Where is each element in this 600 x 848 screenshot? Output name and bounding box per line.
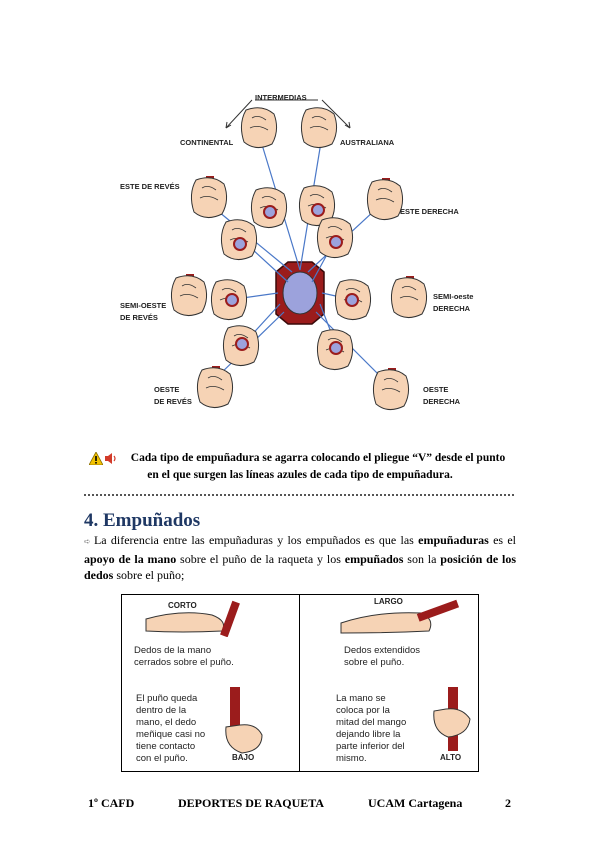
grip-note-line1: Cada tipo de empuñadura se agarra coloca…	[130, 452, 506, 464]
bajo-line: meñique casi no	[136, 729, 206, 740]
label-continental: CONTINENTAL	[180, 138, 234, 147]
long-grip-illustration	[340, 599, 460, 634]
label-este-derecha: ESTE DERECHA	[400, 207, 459, 216]
tag-alto: ALTO	[440, 753, 462, 762]
bajo-line: dentro de la	[136, 705, 187, 716]
grip-note-line2: en el que surgen las líneas azules de ca…	[147, 469, 453, 481]
corto-description-line1: Dedos de la mano	[134, 645, 212, 656]
corto-description-line2: cerrados sobre el puño.	[134, 657, 234, 668]
high-grip-illustration	[433, 687, 471, 751]
footer-course: 1º CAFD	[88, 796, 135, 810]
para-text-2: es el	[488, 533, 516, 547]
label-oeste-derecha-line2: DERECHA	[423, 397, 461, 406]
alto-line: parte inferior del	[336, 741, 405, 752]
tag-corto: CORTO	[168, 601, 197, 610]
short-grip-illustration	[145, 600, 240, 637]
largo-description-line2: sobre el puño.	[344, 657, 405, 668]
label-semi-oeste-reves-line2: DE REVÉS	[120, 313, 158, 322]
label-semi-oeste-reves-line1: SEMI-OESTE	[120, 301, 167, 310]
label-semi-oeste-reves: SEMI-OESTE DE REVÉS	[120, 300, 166, 324]
alto-line: coloca por la	[336, 705, 390, 716]
low-grip-illustration	[225, 687, 263, 754]
table-divider	[299, 595, 300, 771]
tag-bajo: BAJO	[232, 753, 255, 762]
label-semi-oeste-derecha-line1: SEMI-oeste	[433, 292, 474, 301]
tag-largo: LARGO	[374, 597, 403, 606]
footer-institution: UCAM Cartagena	[368, 796, 463, 810]
dotted-divider	[84, 494, 514, 496]
bajo-line: mano, el dedo	[136, 717, 197, 728]
bajo-description: El puño queda dentro de la mano, el dedo…	[136, 693, 205, 765]
largo-description-line1: Dedos extendidos	[344, 645, 421, 656]
para-bold-4: posición de los dedos	[84, 551, 516, 583]
bajo-line: con el puño.	[136, 753, 188, 764]
label-intermedias: INTERMEDIAS	[255, 93, 307, 102]
footer-subject: DEPORTES DE RAQUETA	[178, 796, 325, 810]
para-bold-1: empuñaduras	[418, 533, 489, 547]
grip-comparison-table: CORTO Dedos de la mano cerrados sobre el…	[121, 594, 479, 772]
racket-butt-center	[275, 261, 325, 325]
para-text-5: sobre el puño;	[113, 568, 185, 582]
para-bold-2: apoyo de la mano	[84, 551, 177, 566]
alto-line: dejando libre la	[336, 729, 401, 740]
alto-line: mitad del mango	[336, 717, 407, 728]
label-oeste-derecha: OESTE DERECHA	[423, 384, 460, 408]
para-text-3: sobre el puño de la raqueta y los	[176, 551, 345, 566]
label-semi-oeste-derecha-line2: DERECHA	[433, 304, 471, 313]
label-oeste-reves-line2: DE REVÉS	[154, 397, 192, 406]
bajo-line: tiene contacto	[136, 741, 196, 752]
section-title: 4. Empuñados	[84, 510, 201, 531]
label-oeste-reves: OESTE DE REVÉS	[154, 384, 192, 408]
bullet-arrow-icon: ➪	[84, 537, 94, 546]
para-text-1: La diferencia entre las empuñaduras y lo…	[93, 533, 419, 547]
footer-page-number: 2	[505, 796, 511, 810]
alto-line: mismo.	[336, 753, 367, 764]
warning-icon	[89, 452, 103, 465]
alto-description: La mano se coloca por la mitad del mango…	[336, 693, 406, 765]
alto-line: La mano se	[336, 693, 386, 704]
grip-note: Cada tipo de empuñadura se agarra coloca…	[80, 450, 520, 484]
label-australiana: AUSTRALIANA	[340, 138, 395, 147]
section-paragraph: ➪ La diferencia entre las empuñaduras y …	[84, 532, 516, 584]
para-bold-3: empuñados	[344, 551, 404, 566]
bajo-line: El puño queda	[136, 693, 198, 704]
intermedias-arrows	[225, 99, 351, 129]
corto-description: Dedos de la mano cerrados sobre el puño.	[134, 645, 234, 669]
grip-diagram	[170, 99, 428, 411]
label-semi-oeste-derecha: SEMI-oeste DERECHA	[433, 291, 473, 315]
largo-description: Dedos extendidos sobre el puño.	[344, 645, 420, 669]
speaker-icon	[105, 453, 116, 464]
para-text-4: son la	[403, 551, 441, 566]
label-oeste-derecha-line1: OESTE	[423, 385, 449, 394]
label-este-reves: ESTE DE REVÉS	[120, 182, 180, 191]
grip-hands	[170, 107, 428, 411]
label-oeste-reves-line1: OESTE	[154, 385, 180, 394]
